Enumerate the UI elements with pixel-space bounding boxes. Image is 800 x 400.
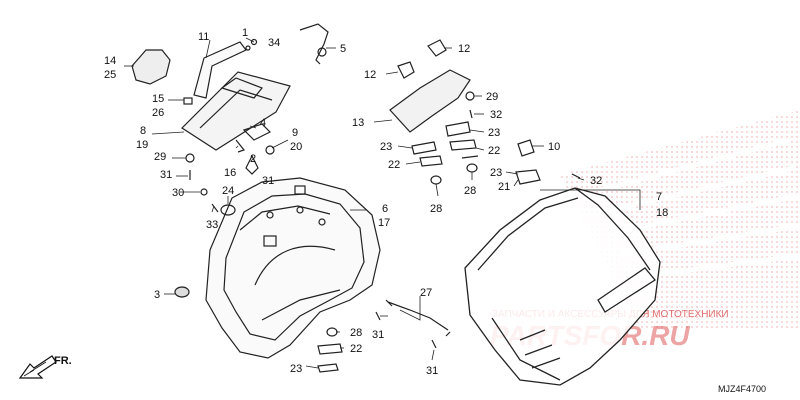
callout-27: 27 bbox=[420, 287, 432, 299]
callout-6: 6 bbox=[382, 203, 388, 215]
callout-30: 30 bbox=[172, 187, 184, 199]
callout-21: 21 bbox=[498, 181, 510, 193]
callout-20: 20 bbox=[290, 141, 302, 153]
callout-17: 17 bbox=[378, 217, 390, 229]
callout-1: 1 bbox=[242, 27, 248, 39]
callout-31-cable: 31 bbox=[372, 329, 384, 341]
callout-labels: 1 34 11 5 14 25 15 26 8 19 4 9 20 29 2 1… bbox=[104, 27, 668, 377]
front-direction-arrow: FR. bbox=[18, 355, 72, 379]
callout-33: 33 bbox=[206, 219, 218, 231]
callout-8: 8 bbox=[140, 125, 146, 137]
callout-4: 4 bbox=[260, 117, 266, 129]
callout-11: 11 bbox=[198, 31, 209, 43]
callout-34: 34 bbox=[268, 37, 280, 49]
callout-18: 18 bbox=[656, 207, 668, 219]
saddlebag-lid bbox=[464, 187, 661, 386]
callout-22-left: 22 bbox=[388, 159, 400, 171]
callout-24: 24 bbox=[222, 185, 234, 197]
callout-25: 25 bbox=[104, 69, 116, 81]
callout-10: 10 bbox=[548, 141, 560, 153]
callout-3: 3 bbox=[154, 289, 160, 301]
callout-9: 9 bbox=[292, 127, 298, 139]
callout-2: 2 bbox=[250, 153, 256, 165]
callout-16: 16 bbox=[224, 167, 236, 179]
callout-13: 13 bbox=[352, 117, 364, 129]
callout-12-top: 12 bbox=[458, 43, 470, 55]
callout-12-left: 12 bbox=[364, 69, 376, 81]
callout-29-right: 29 bbox=[486, 91, 498, 103]
hinge-assembly bbox=[389, 39, 581, 185]
callout-26: 26 bbox=[152, 107, 164, 119]
callout-23-left: 23 bbox=[380, 141, 392, 153]
callout-32-top: 32 bbox=[490, 109, 502, 121]
callout-22-bottom: 22 bbox=[350, 343, 362, 355]
callout-29-left: 29 bbox=[154, 151, 166, 163]
callout-23-bottom: 23 bbox=[290, 363, 302, 375]
callout-31-mid: 31 bbox=[262, 175, 274, 187]
saddlebag-body bbox=[205, 177, 381, 359]
callout-31-left: 31 bbox=[160, 169, 172, 181]
callout-15: 15 bbox=[152, 93, 164, 105]
callout-22-right: 22 bbox=[488, 145, 500, 157]
callout-31-bottom: 31 bbox=[426, 365, 438, 377]
callout-14: 14 bbox=[104, 55, 116, 67]
leader-lines bbox=[124, 37, 641, 369]
callout-28-bottom: 28 bbox=[350, 327, 362, 339]
callout-23-right: 23 bbox=[488, 127, 500, 139]
callout-28-right: 28 bbox=[464, 185, 476, 197]
diagram-code: MJZ4F4700 bbox=[718, 384, 766, 394]
callout-28-center: 28 bbox=[430, 203, 442, 215]
callout-5: 5 bbox=[340, 43, 346, 55]
front-direction-label: FR. bbox=[54, 355, 72, 367]
callout-23-far: 23 bbox=[490, 167, 502, 179]
callout-7: 7 bbox=[656, 191, 662, 203]
top-panel-assembly bbox=[131, 23, 329, 298]
callout-19: 19 bbox=[136, 139, 148, 151]
callout-32-right: 32 bbox=[590, 175, 602, 187]
